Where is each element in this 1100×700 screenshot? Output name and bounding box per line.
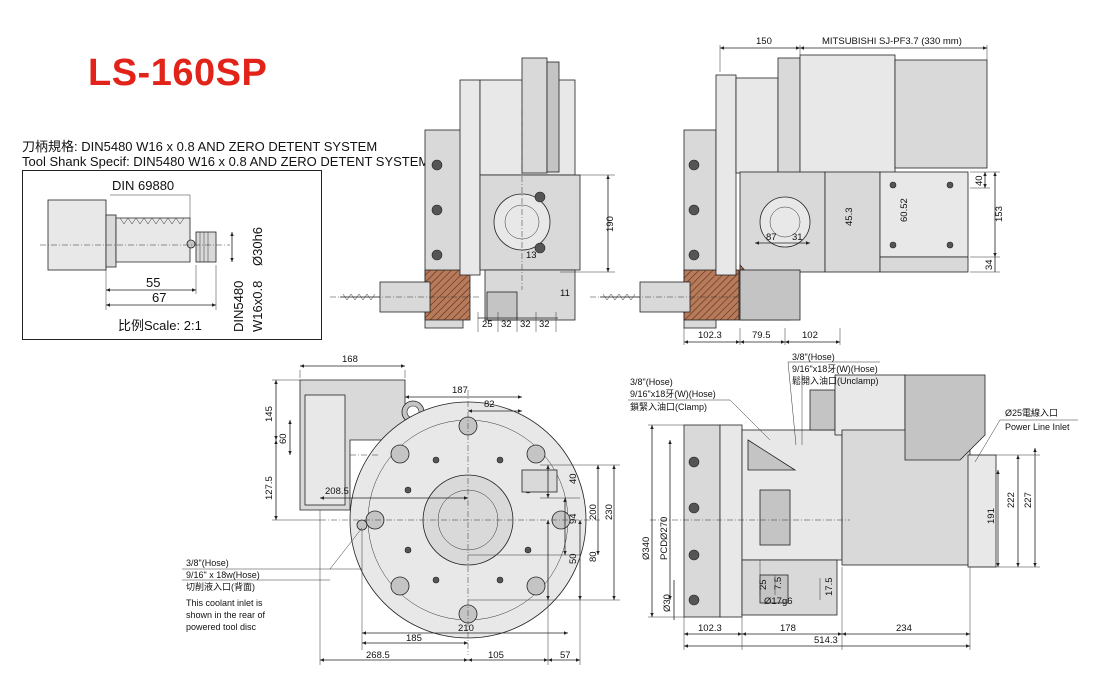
dim-60: 60 — [278, 433, 289, 444]
page-title: LS-160SP — [88, 52, 268, 94]
dim-17-5: 17.5 — [824, 578, 835, 597]
dim-pcd-270: PCDØ270 — [659, 517, 670, 560]
din-69880-label: DIN 69880 — [112, 178, 174, 193]
dim-dia-30: Ø30h6 — [250, 227, 265, 266]
dim-153: 153 — [994, 206, 1005, 222]
dim-82: 82 — [484, 399, 495, 410]
dim-40-bl: 40 — [568, 473, 579, 484]
coolant-inlet-chinese: 切削液入口(背面) — [186, 581, 255, 592]
dim-79-5: 79.5 — [752, 330, 771, 341]
power-inlet-chinese: Ø25電線入口 — [1005, 407, 1058, 418]
dim-25: 25 — [482, 319, 493, 330]
scale-label: 比例Scale: 2:1 — [118, 318, 202, 333]
coolant-note-line3: powered tool disc — [186, 622, 257, 632]
dim-208-5: 208.5 — [325, 486, 349, 497]
dim-230: 230 — [604, 504, 615, 520]
dim-227: 227 — [1023, 492, 1034, 508]
dim-32-c: 32 — [539, 319, 550, 330]
clamp-inlet-label: 鎖緊入油口(Clamp) — [630, 401, 707, 412]
dim-200: 200 — [588, 504, 599, 520]
dim-80: 80 — [588, 551, 599, 562]
dim-210: 210 — [458, 623, 474, 634]
unclamp-inlet-label: 鬆開入油口(Unclamp) — [792, 375, 879, 386]
coolant-hose-size: 3/8"(Hose) — [186, 558, 229, 568]
bottom-left-view: 168 187 82 145 60 127.5 208.5 40 94 200 … — [182, 354, 620, 665]
dim-25-br: 25 — [758, 579, 769, 590]
unclamp-thread-size: 9/16"x18牙(W)(Hose) — [792, 364, 878, 374]
dim-105: 105 — [488, 650, 504, 661]
dim-50: 50 — [568, 553, 579, 564]
dim-67: 67 — [152, 290, 166, 305]
dim-168: 168 — [342, 354, 358, 365]
dim-234: 234 — [896, 623, 912, 634]
dim-185: 185 — [406, 633, 422, 644]
dim-190: 190 — [605, 216, 616, 232]
dim-127-5: 127.5 — [264, 476, 275, 500]
dim-dia-17: Ø17g6 — [764, 596, 793, 607]
dim-13: 13 — [526, 250, 537, 261]
dim-145: 145 — [264, 406, 275, 422]
dim-40-right: 40 — [974, 175, 985, 186]
clamp-thread-size: 9/16"x18牙(W)(Hose) — [630, 389, 716, 399]
dim-57: 57 — [560, 650, 571, 661]
shank-detail-drawing: DIN 69880 55 67 Ø30h6 DIN5480 W16x0.8 比例… — [40, 178, 265, 333]
dim-187: 187 — [452, 385, 468, 396]
dim-191: 191 — [986, 508, 997, 524]
dim-7-5: 7.5 — [773, 577, 784, 590]
clamp-hose-size: 3/8"(Hose) — [630, 377, 673, 387]
dim-55: 55 — [146, 275, 160, 290]
coolant-thread-size: 9/16" x 18w(Hose) — [186, 570, 260, 580]
dim-87: 87 — [766, 232, 777, 243]
dim-222: 222 — [1006, 492, 1017, 508]
top-right-view: 150 MITSUBISHI SJ-PF3.7 (330 mm) 40 153 … — [590, 36, 1005, 345]
dim-11: 11 — [560, 288, 570, 299]
dim-102-3-br: 102.3 — [698, 623, 722, 634]
motor-label: MITSUBISHI SJ-PF3.7 (330 mm) — [822, 36, 962, 47]
shank-spec-english: Tool Shank Specif: DIN5480 W16 x 0.8 AND… — [22, 154, 430, 169]
top-middle-view: 190 13 11 25 32 32 32 — [330, 57, 616, 332]
dim-268-5: 268.5 — [366, 650, 390, 661]
dim-34: 34 — [984, 259, 995, 270]
dim-102-3: 102.3 — [698, 330, 722, 341]
power-inlet-english: Power Line Inlet — [1005, 422, 1070, 432]
dim-60-52: 60.52 — [899, 198, 910, 222]
dim-32-a: 32 — [501, 319, 512, 330]
dim-31: 31 — [792, 232, 803, 243]
dim-514-3: 514.3 — [814, 635, 838, 646]
spline-w16: W16x0.8 — [250, 281, 265, 332]
unclamp-hose-size: 3/8"(Hose) — [792, 352, 835, 362]
dim-94: 94 — [568, 513, 579, 524]
shank-spec-chinese: 刀柄規格: DIN5480 W16 x 0.8 AND ZERO DETENT … — [22, 139, 378, 154]
spline-din5480: DIN5480 — [231, 281, 246, 332]
coolant-note-line2: shown in the rear of — [186, 610, 266, 620]
coolant-note-line1: This coolant inlet is — [186, 598, 263, 608]
bottom-right-view: Ø340 PCDØ270 Ø30 25 7.5 17.5 Ø17g6 191 2… — [628, 352, 1078, 650]
dim-dia-340: Ø340 — [641, 537, 652, 560]
dim-150: 150 — [756, 36, 772, 47]
dim-45-3: 45.3 — [844, 208, 855, 227]
dim-32-b: 32 — [520, 319, 531, 330]
dim-102: 102 — [802, 330, 818, 341]
shank-detail-box — [22, 170, 322, 340]
dim-dia-30-br: Ø30 — [662, 594, 673, 612]
dim-178: 178 — [780, 623, 796, 634]
